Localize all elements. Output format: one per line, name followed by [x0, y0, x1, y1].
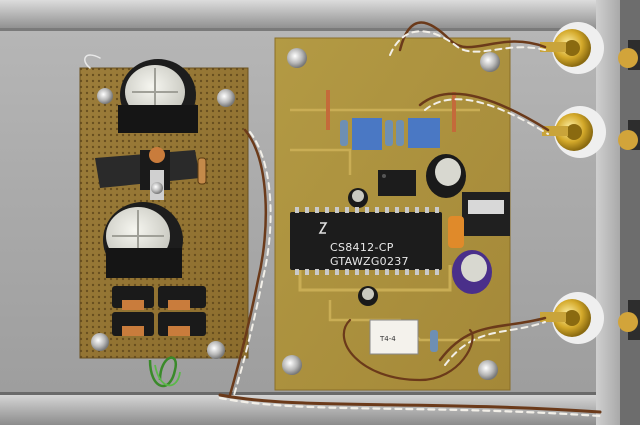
- rca-jack-bottom: [540, 292, 604, 344]
- mounting-screw: [207, 341, 225, 359]
- main-dac-chip: CS8412-CP GTAWZG0237: [290, 207, 442, 275]
- mounting-screw: [97, 88, 113, 104]
- resistor: [430, 330, 438, 352]
- manufacturer-logo: [318, 222, 328, 234]
- mounting-screw: [480, 52, 500, 72]
- capacitor-bottom: [103, 202, 183, 278]
- dac-board: CS8412-CP GTAWZG0237 T4-4: [274, 37, 511, 391]
- resistor: [197, 157, 207, 185]
- mounting-screw: [287, 48, 307, 68]
- power-supply-board: [79, 59, 249, 359]
- capacitor-black: [426, 154, 466, 198]
- resistor-array: [326, 90, 456, 150]
- optocoupler: T4-4: [369, 319, 419, 355]
- chip-label-line1: CS8412-CP: [330, 241, 394, 254]
- voltage-regulator: [95, 147, 200, 200]
- twisted-wires: [84, 21, 602, 418]
- mounting-screw: [282, 355, 302, 375]
- capacitor-orange: [448, 216, 464, 248]
- chip-label-line2: GTAWZG0237: [330, 255, 409, 268]
- mounting-screw: [478, 360, 498, 380]
- optocoupler-label: T4-4: [379, 335, 396, 343]
- mounting-screw: [91, 333, 109, 351]
- opamp-chip: [378, 170, 416, 196]
- ground-wire: [148, 356, 181, 388]
- rca-jack-top: [540, 22, 604, 74]
- capacitor-purple: [452, 250, 492, 294]
- mounting-screw: [217, 89, 235, 107]
- capacitor-top: [118, 59, 198, 133]
- rectifier-diodes: [112, 286, 206, 336]
- enclosure-top-rail: [0, 0, 600, 30]
- rca-jack-middle: [542, 106, 606, 158]
